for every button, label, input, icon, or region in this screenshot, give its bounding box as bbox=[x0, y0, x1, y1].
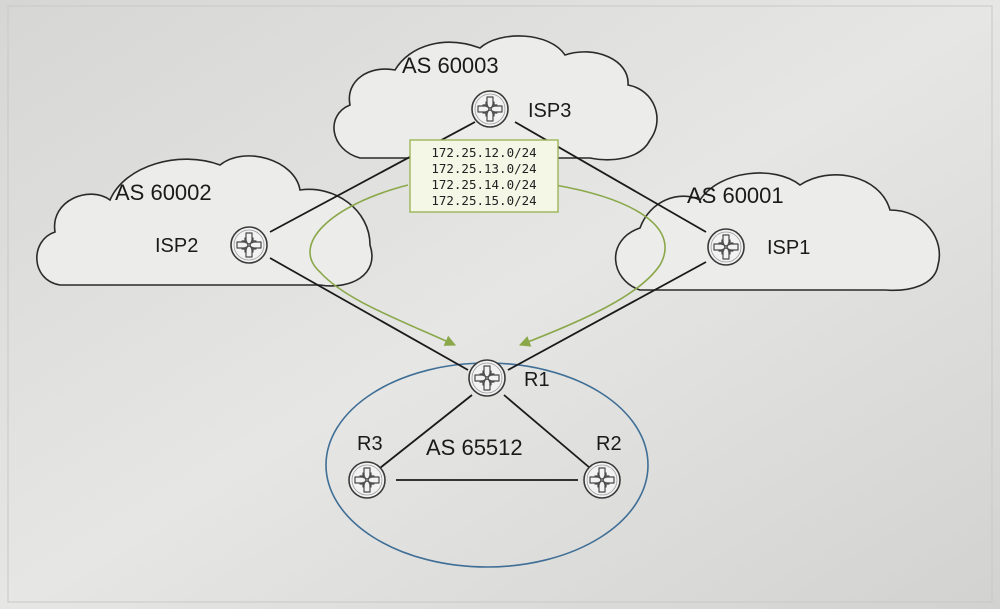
as65512-label: AS 65512 bbox=[426, 435, 523, 460]
as60002-label: AS 60002 bbox=[115, 180, 212, 205]
router-r2-icon[interactable] bbox=[583, 461, 621, 499]
route-arrows bbox=[309, 184, 666, 347]
prefix-3: 172.25.14.0/24 bbox=[431, 177, 536, 192]
router-isp3-icon[interactable] bbox=[471, 90, 509, 128]
prefix-box: 172.25.12.0/24 172.25.13.0/24 172.25.14.… bbox=[409, 139, 559, 213]
r2-label: R2 bbox=[596, 433, 622, 455]
router-r1-icon[interactable] bbox=[468, 359, 506, 397]
isp1-label: ISP1 bbox=[767, 237, 810, 259]
link-r1-r2 bbox=[503, 394, 591, 469]
isp2-label: ISP2 bbox=[155, 235, 198, 257]
routers bbox=[230, 90, 745, 499]
link-r1-r3 bbox=[379, 394, 473, 469]
prefix-4: 172.25.15.0/24 bbox=[431, 193, 536, 208]
link-isp2-r1 bbox=[269, 257, 469, 371]
link-isp1-r1 bbox=[507, 261, 707, 371]
r1-label: R1 bbox=[524, 369, 550, 391]
frame bbox=[7, 5, 993, 603]
route-arrow-left bbox=[309, 184, 457, 346]
isp3-label: ISP3 bbox=[528, 100, 571, 122]
route-arrow-right bbox=[518, 184, 666, 347]
as60003-label: AS 60003 bbox=[402, 53, 499, 78]
prefix-2: 172.25.13.0/24 bbox=[431, 161, 536, 176]
prefix-1: 172.25.12.0/24 bbox=[431, 145, 536, 160]
cloud-as60001 bbox=[614, 172, 941, 292]
as60001-label: AS 60001 bbox=[687, 183, 784, 208]
router-isp2-icon[interactable] bbox=[230, 226, 268, 264]
router-r3-icon[interactable] bbox=[348, 461, 386, 499]
r3-label: R3 bbox=[357, 433, 383, 455]
cloud-as60002 bbox=[36, 155, 373, 287]
router-isp1-icon[interactable] bbox=[707, 228, 745, 266]
